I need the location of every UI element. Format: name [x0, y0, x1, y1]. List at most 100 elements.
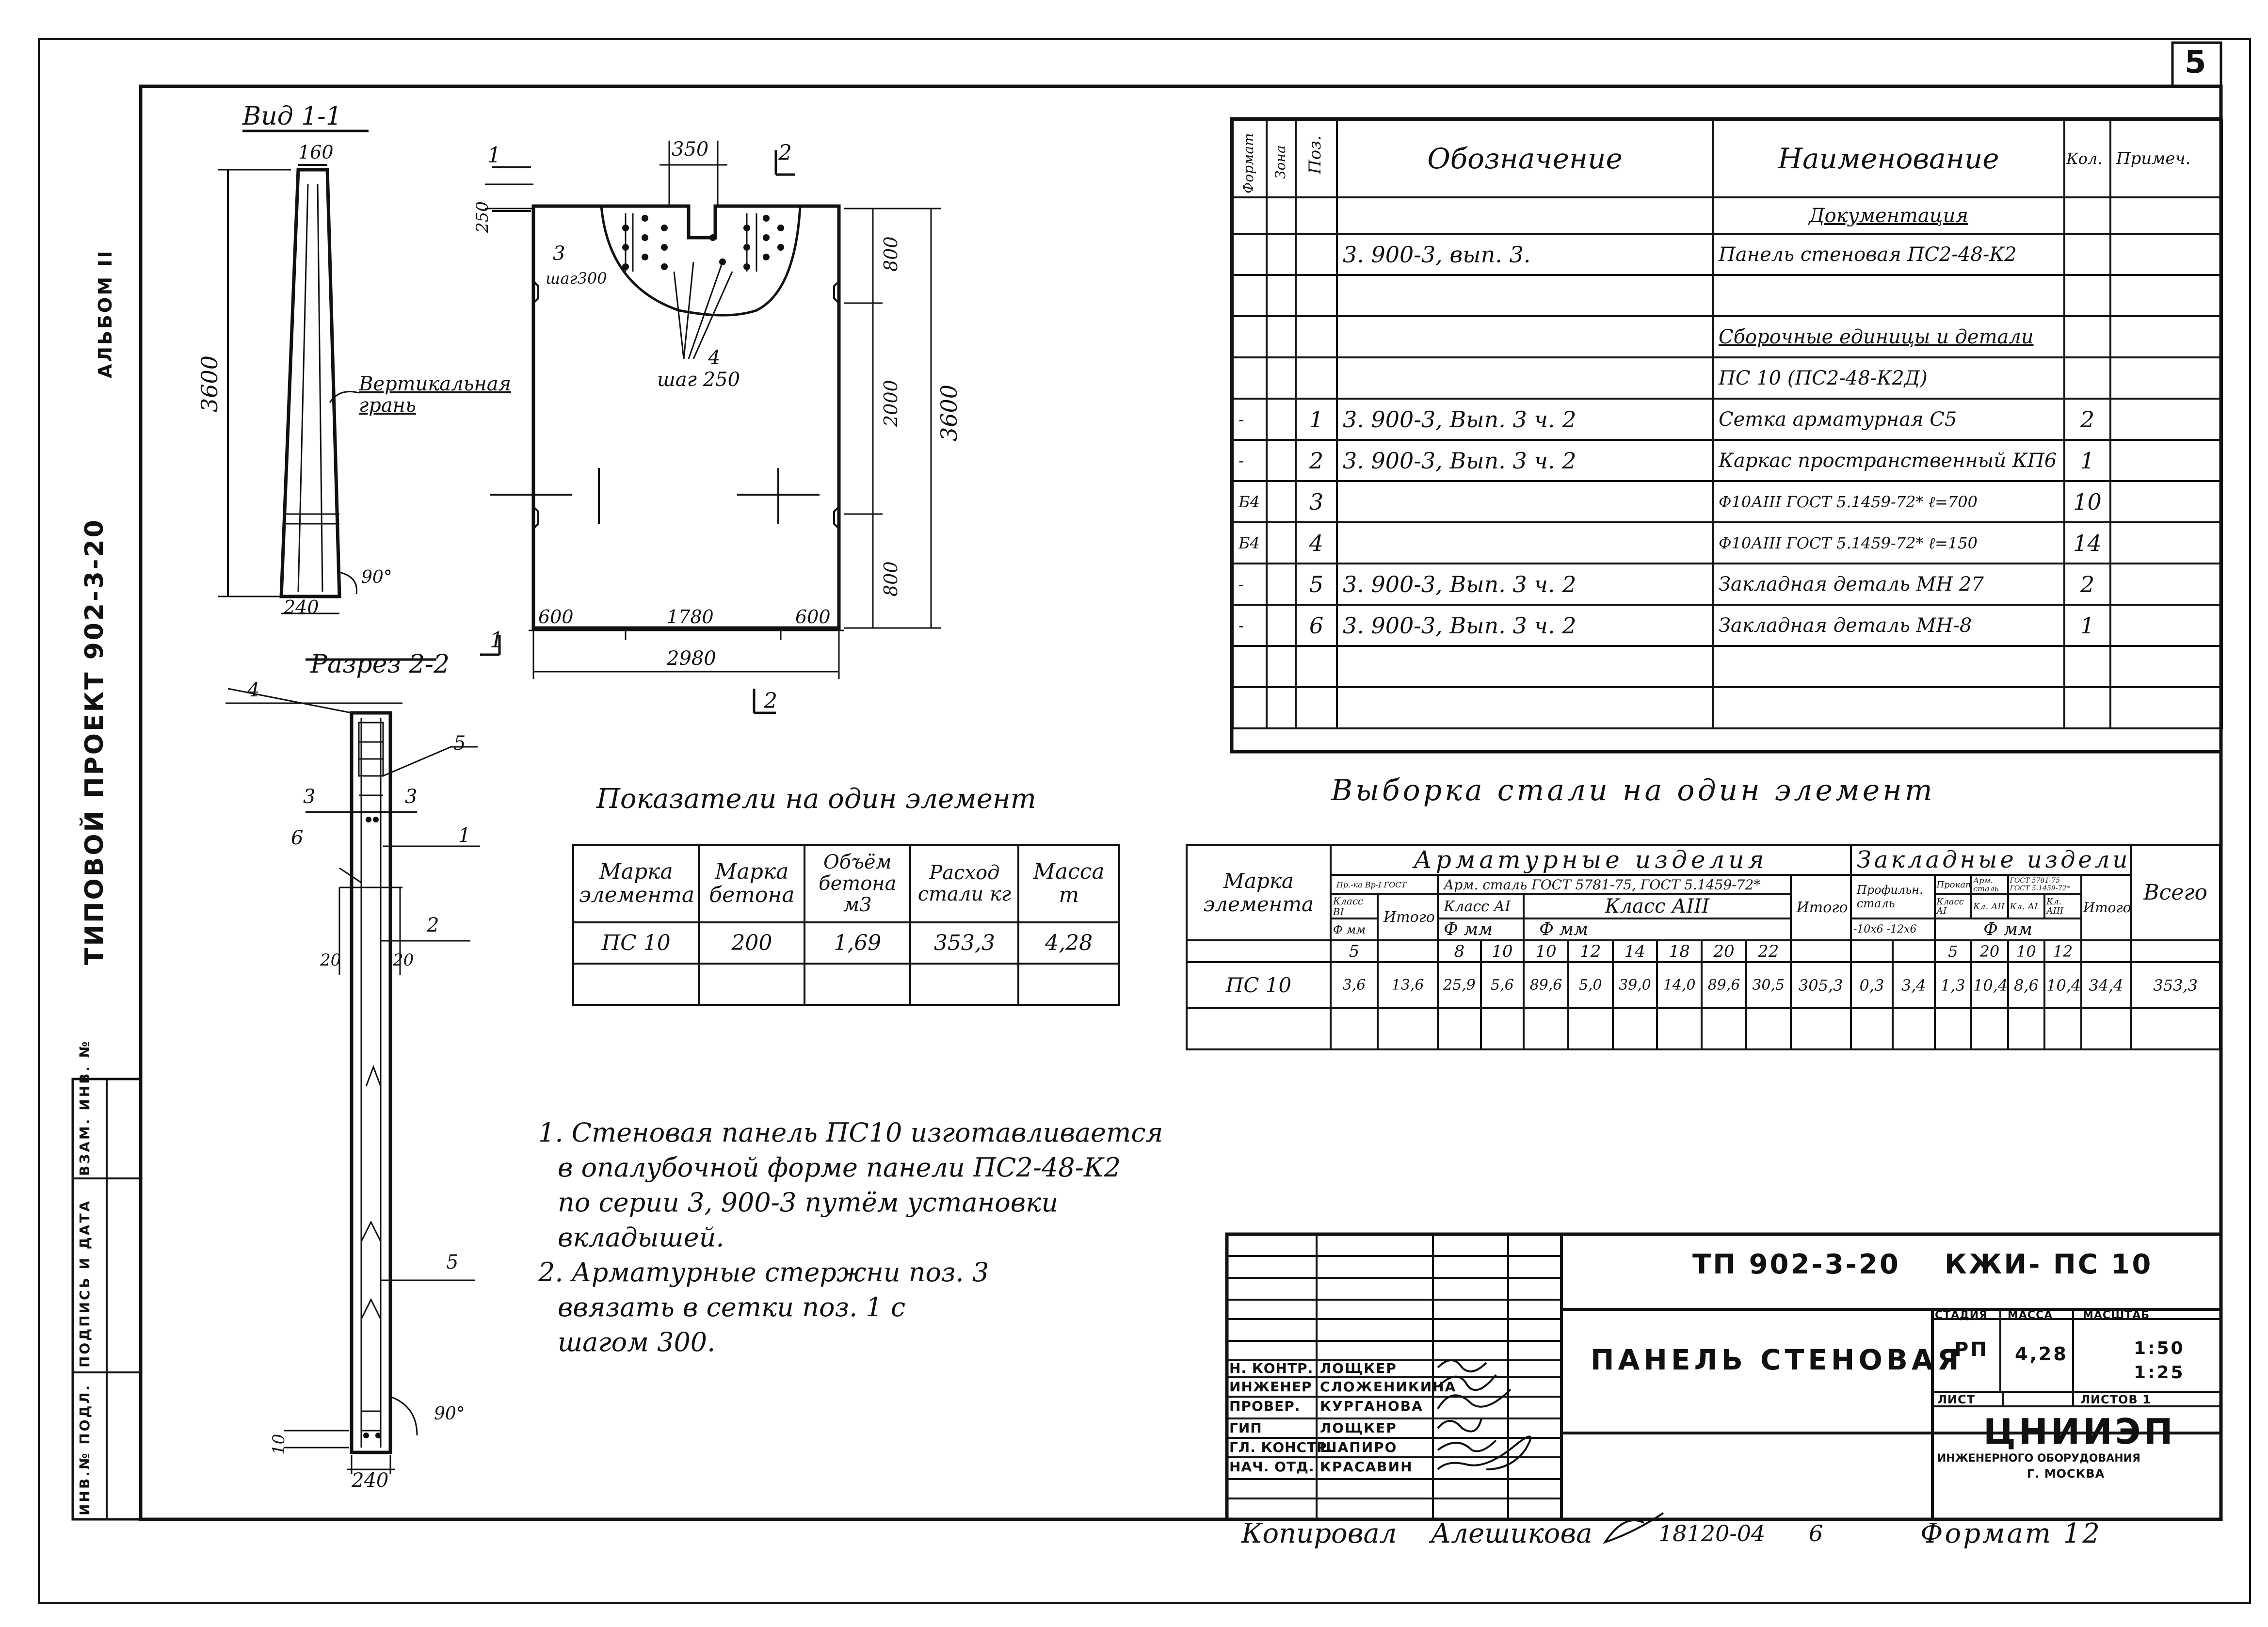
spec-h-poz: Поз. [1295, 119, 1338, 198]
steel-empty-cell [2007, 1007, 2046, 1050]
spec-cell-naim: Панель стеновая ПС2-48-К2 [1712, 233, 2065, 276]
elev-dim-2980: 2980 [667, 647, 716, 670]
steel-h-kla2: Кл. АII [1970, 893, 2009, 919]
spec-cell-zona [1266, 233, 1297, 276]
spec-cell-naim: Каркас пространственный КП6 [1712, 439, 2065, 482]
steel-diam-a3-5: 22 [1745, 939, 1792, 963]
indicators-header-row: Марка элемента Марка бетона Объём бетона… [572, 844, 1120, 923]
spec-cell-forma [1232, 233, 1268, 276]
steel-h-armatur: Арматурные изделия [1329, 844, 1852, 876]
elev-dim-600-right: 600 [795, 606, 831, 628]
ind-empty-cell [804, 963, 912, 1006]
ind-h-obem: Объём бетона м3 [804, 844, 912, 923]
steel-diam-a3-0: 10 [1523, 939, 1569, 963]
notes-block: 1. Стеновая панель ПС10 изготавливается … [538, 1115, 1163, 1360]
spec-h-naim: Наименование [1712, 119, 2065, 198]
steel-cell-value: 30,5 [1745, 961, 1792, 1009]
copy-format: Формат 12 [1920, 1518, 2102, 1549]
indicators-table: Марка элемента Марка бетона Объём бетона… [572, 844, 1120, 1006]
elev-mark-1-top: 1 [487, 143, 501, 168]
spec-cell-prim [2109, 315, 2223, 358]
copy-name: Алешикова [1431, 1518, 1592, 1549]
title-city: Г. МОСКВА [2027, 1467, 2105, 1481]
spec-cell-kol [2063, 356, 2111, 400]
spec-cell-kol [2063, 645, 2111, 688]
section-dim-20-left: 20 [320, 950, 341, 970]
indicators-empty-row [572, 963, 1120, 1006]
person-role: ГИП [1229, 1420, 1262, 1436]
spec-cell-zona [1266, 521, 1297, 564]
steel-h-fmm-a3: Ф мм [1523, 918, 1792, 941]
steel-h-itogo-b: Итого [1376, 893, 1439, 941]
stamp-podpis-data: ПОДПИСЬ И ДАТА [77, 1199, 93, 1368]
spec-cell-poz: 1 [1295, 398, 1338, 441]
elev-dim-2000: 2000 [880, 380, 901, 427]
spec-cell-zona [1266, 356, 1297, 400]
copy-sheet: 6 [1809, 1520, 1823, 1546]
person-role: Н. КОНТР. [1229, 1360, 1314, 1376]
spec-cell-zona [1266, 274, 1297, 317]
spec-cell-naim: Ф10АIII ГОСТ 5.1459-72* ℓ=700 [1712, 480, 2065, 523]
spec-cell-prim [2109, 274, 2223, 317]
person-name: КРАСАВИН [1320, 1459, 1413, 1475]
spec-cell-kol: 2 [2063, 563, 2111, 606]
spec-cell-kol: 1 [2063, 439, 2111, 482]
spec-cell-poz: 4 [1295, 521, 1338, 564]
spec-cell-zona [1266, 196, 1297, 235]
steel-diam-z-0: 5 [1933, 939, 1973, 963]
steel-cell-value: 13,6 [1376, 961, 1439, 1009]
spec-cell-prim [2109, 604, 2223, 647]
title-h-stage: СТАДИЯ [1935, 1309, 1988, 1321]
spec-h-poz-text: Поз. [1305, 135, 1325, 174]
spec-cell-forma: - [1232, 439, 1268, 482]
steel-cell-value: 39,0 [1611, 961, 1658, 1009]
steel-h-prof: Профильн. сталь [1850, 874, 1936, 919]
steel-diam-z-2: 10 [2007, 939, 2046, 963]
steel-empty-cell [1480, 1007, 1525, 1050]
spec-cell-forma [1232, 645, 1268, 688]
steel-empty-cell [1892, 1007, 1936, 1050]
steel-h-prof-sizes: -10x6 -12x6 [1850, 918, 1936, 941]
steel-empty-cell [1933, 1007, 1973, 1050]
spec-cell-forma [1232, 274, 1268, 317]
steel-row-2: Пр.-ка Bp-I ГОСТ Арм. сталь ГОСТ 5781-75… [1187, 874, 2220, 941]
steel-cell-value: 25,9 [1437, 961, 1482, 1009]
elev-dim-3600: 3600 [936, 384, 962, 441]
note-line: ввязать в сетки поз. 1 с [558, 1292, 906, 1322]
spec-cell-naim: Закладная деталь МН 27 [1712, 563, 2065, 606]
spec-cell-prim [2109, 233, 2223, 276]
steel-title: Выборка стали на один элемент [1331, 773, 1935, 807]
spec-cell-forma: Б4 [1232, 521, 1268, 564]
steel-h-vr: Пр.-ка Bp-I ГОСТ [1329, 874, 1439, 895]
steel-h-zaklad: Закладные изделия [1850, 844, 2132, 876]
steel-empty-cell [1701, 1007, 1747, 1050]
spec-cell-oboz [1336, 645, 1714, 688]
spec-cell-kol [2063, 196, 2111, 235]
steel-empty-cell [2043, 1007, 2082, 1050]
spec-cell-zona [1266, 686, 1297, 729]
spec-cell-forma: - [1232, 604, 1268, 647]
spec-cell-kol: 14 [2063, 521, 2111, 564]
section-mark-5a: 5 [453, 732, 466, 755]
steel-cell-value: 89,6 [1701, 961, 1747, 1009]
view-1-dim-160: 160 [298, 142, 334, 163]
steel-h-itogo-z: Итого [2080, 874, 2132, 941]
spec-cell-oboz: 3. 900-3, вып. 3. [1336, 233, 1714, 276]
steel-cell-value: 34,4 [2080, 961, 2132, 1009]
steel-cell-marka: ПС 10 [1186, 961, 1332, 1009]
spec-cell-prim [2109, 356, 2223, 400]
elev-dim-350: 350 [672, 138, 709, 161]
spec-cell-oboz [1336, 356, 1714, 400]
steel-h-fmm-a1: Ф мм [1437, 918, 1525, 941]
steel-empty-cell [1186, 1007, 1332, 1050]
spec-cell-forma [1232, 356, 1268, 400]
steel-empty-cell [1437, 1007, 1482, 1050]
steel-h-kla3: Кл. АI [2007, 893, 2046, 919]
spec-cell-naim: Сетка арматурная С5 [1712, 398, 2065, 441]
